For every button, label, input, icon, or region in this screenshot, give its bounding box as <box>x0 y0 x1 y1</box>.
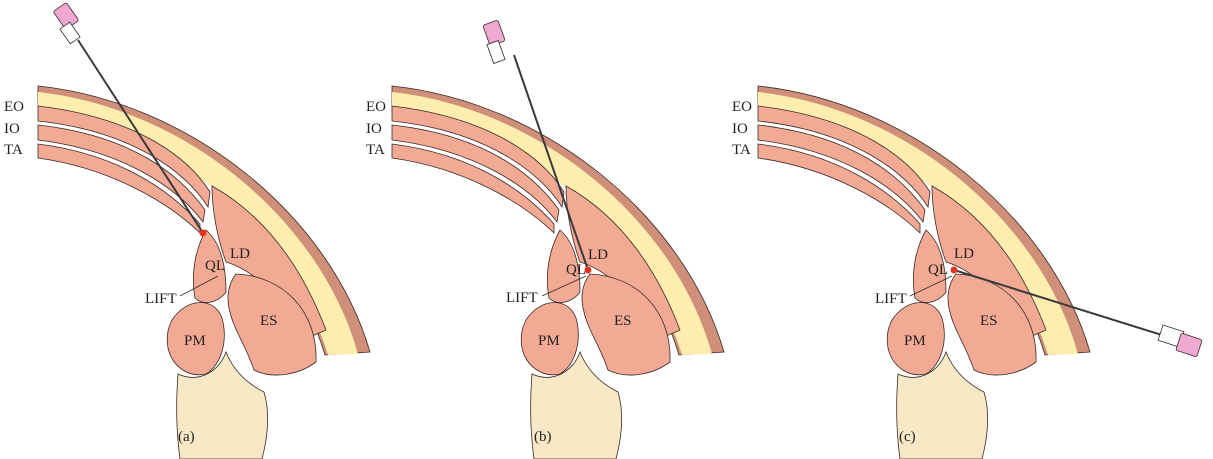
label-ql: QL <box>566 262 586 278</box>
caption-c: (c) <box>899 429 916 445</box>
label-eo: EO <box>366 99 386 115</box>
panel-b: EO IO TA QL LD LIFT PM ES (b) <box>366 20 724 459</box>
panel-a: EO IO TA QL LD LIFT PM ES (a) <box>4 2 370 459</box>
label-ta: TA <box>4 142 23 158</box>
label-ld: LD <box>230 246 250 262</box>
injection-point <box>951 267 958 274</box>
label-io: IO <box>366 121 382 137</box>
label-pm: PM <box>184 333 206 349</box>
label-es: ES <box>614 313 632 329</box>
label-es: ES <box>980 313 998 329</box>
label-ta: TA <box>366 142 385 158</box>
label-pm: PM <box>904 333 926 349</box>
label-eo: EO <box>4 99 24 115</box>
label-io: IO <box>4 121 20 137</box>
label-lift: LIFT <box>145 291 177 307</box>
label-ql: QL <box>205 258 225 274</box>
label-es: ES <box>260 313 278 329</box>
label-lift: LIFT <box>506 290 538 306</box>
caption-b: (b) <box>534 429 552 445</box>
label-ld: LD <box>954 246 974 262</box>
panel-c: EO IO TA QL LD LIFT PM ES (c) <box>732 86 1202 459</box>
label-ta: TA <box>732 142 751 158</box>
label-ql: QL <box>928 262 948 278</box>
label-eo: EO <box>732 99 752 115</box>
label-pm: PM <box>538 333 560 349</box>
label-lift: LIFT <box>875 291 907 307</box>
label-io: IO <box>732 121 748 137</box>
label-ld: LD <box>588 247 608 263</box>
injection-point <box>200 230 207 237</box>
caption-a: (a) <box>178 429 195 445</box>
